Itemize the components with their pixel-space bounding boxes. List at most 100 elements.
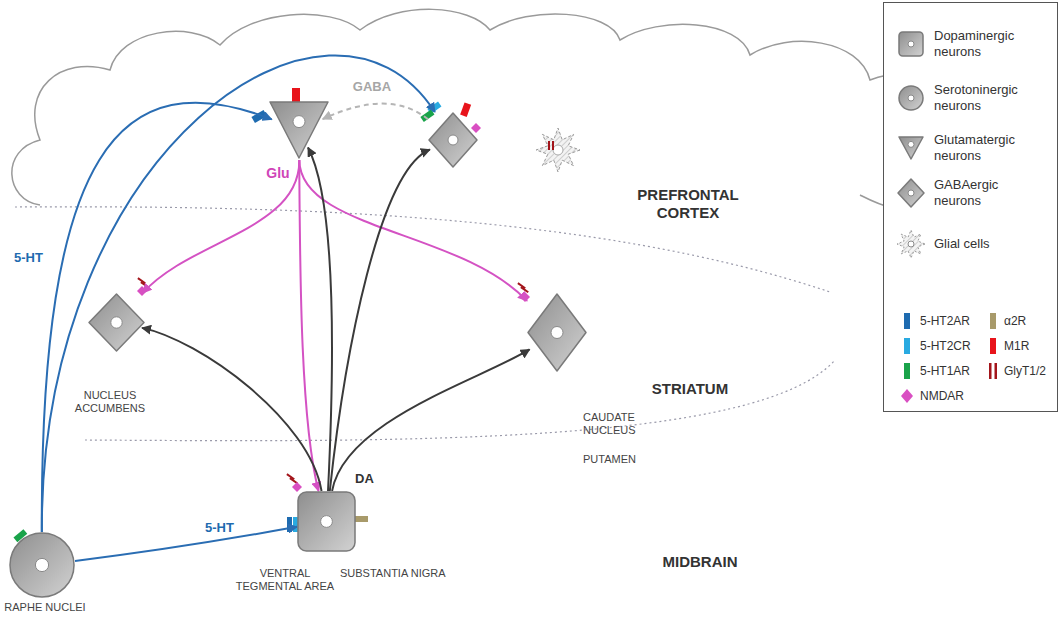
diamond-outline [527, 293, 587, 372]
gabaergic-neuron: NUCLEUS ACCUMBENS [88, 293, 145, 352]
cell-nucleus [321, 516, 333, 528]
legend-box: Dopaminergic neuronsSerotoninergic neuro… [883, 2, 1058, 412]
connector [308, 148, 332, 491]
legend-sample [988, 338, 998, 354]
m1-marker [460, 102, 471, 117]
diamond-outline [897, 178, 925, 208]
dia-outline [901, 389, 913, 403]
tri-outline [268, 100, 330, 160]
soma [899, 86, 923, 110]
swatch-bar [990, 338, 996, 354]
connector [299, 160, 318, 491]
ht2a-marker [287, 517, 292, 532]
cell-nucleus [293, 116, 305, 128]
legend-sample [901, 389, 913, 403]
node-label: STRIATUM [645, 380, 735, 398]
connector [42, 55, 435, 532]
soma [899, 137, 923, 159]
soma [270, 102, 328, 158]
region-band: PREFRONTAL CORTEXGluGABA [0, 0, 880, 207]
legend-label: Serotoninergic neurons [934, 82, 1039, 113]
cell-nucleus [111, 317, 122, 328]
node-label: NUCLEUS ACCUMBENS [60, 389, 160, 415]
node-label: PREFRONTAL CORTEX [628, 186, 748, 222]
diamond-outline [428, 112, 478, 168]
bar-outline [902, 363, 912, 379]
circle-outline [9, 532, 75, 598]
node-label: VENTRAL TEGMENTAL AREA [235, 567, 335, 593]
legend-label: GlyT1/2 [1004, 364, 1054, 378]
legend-sample [902, 363, 912, 379]
connector [42, 103, 272, 532]
legend-label: Glutamatergic neurons [934, 132, 1039, 163]
node-label: RAPHE NUCLEI [3, 601, 87, 614]
node-label: PUTAMEN [583, 453, 658, 466]
soma [298, 492, 355, 551]
nmda-marker [471, 123, 481, 133]
nmda-marker [292, 482, 302, 492]
legend-label: M1R [1004, 339, 1054, 353]
swatch-diamond [901, 389, 913, 403]
legend-label: α2R [1004, 314, 1054, 328]
swatch-bar [995, 363, 998, 379]
gabaergic-neuron: GABA [428, 112, 478, 168]
glial-cell [536, 128, 580, 172]
nmda-marker [520, 292, 530, 302]
serotoninergic-neuron: RAPHE NUCLEI [9, 532, 75, 598]
soma [429, 113, 477, 167]
glyt-marker [520, 286, 529, 293]
gabaergic-neuron: CAUDATE NUCLEUSPUTAMEN [527, 293, 587, 372]
legend-sample [902, 338, 912, 354]
node-label: DA [355, 471, 385, 487]
soma [897, 230, 925, 258]
connector [142, 328, 321, 491]
edge-label: 5-HT [205, 520, 234, 536]
legend-label: 5-HT2CR [920, 339, 986, 353]
cell-nucleus [908, 190, 914, 196]
cell-nucleus [908, 141, 914, 147]
a2-marker [355, 516, 368, 522]
legend-sample [988, 313, 998, 329]
legend-label: Glial cells [934, 236, 1039, 252]
region-band: MIDBRAIN RAPHE NUCLEI DA VENTRAL TEGMENTAL … [0, 440, 880, 620]
region-boundary [85, 360, 835, 441]
legend-sample [897, 178, 925, 208]
glutamatergic-neuron: Glu [268, 100, 330, 160]
legend-label: GABAergic neurons [934, 177, 1039, 208]
cortex-outline [12, 9, 999, 210]
bar-outline [902, 338, 912, 354]
legend-sample [988, 363, 998, 379]
bar-outline [902, 313, 912, 329]
soma [89, 294, 144, 351]
legend-sample [898, 31, 924, 57]
connector [299, 160, 527, 301]
glyt-marker [552, 141, 554, 150]
soma [528, 294, 586, 371]
swatch-bar [904, 313, 910, 329]
cell-nucleus [553, 145, 563, 155]
connector [143, 160, 300, 293]
soma [898, 179, 924, 207]
swatch-bar [904, 338, 910, 354]
roundsq-outline [898, 31, 924, 57]
cell-nucleus [908, 95, 914, 101]
soma [899, 32, 923, 56]
cell-nucleus [908, 41, 914, 47]
legend-sample [897, 135, 925, 161]
node-label: Glu [263, 165, 293, 182]
legend-sample [896, 229, 926, 259]
swatch-bar [990, 313, 996, 329]
connector [332, 349, 529, 491]
cell-nucleus [35, 558, 48, 571]
receptor-markers [13, 88, 554, 542]
connector [330, 150, 430, 491]
node-label: MIDBRAIN [650, 553, 750, 571]
star-outline [896, 229, 926, 259]
node-label: GABA [350, 79, 394, 95]
roundsq-outline [297, 491, 356, 552]
m1-marker [292, 88, 300, 102]
glyt-marker [548, 141, 550, 150]
legend-label: 5-HT1AR [920, 364, 986, 378]
swatch-bar [904, 363, 910, 379]
